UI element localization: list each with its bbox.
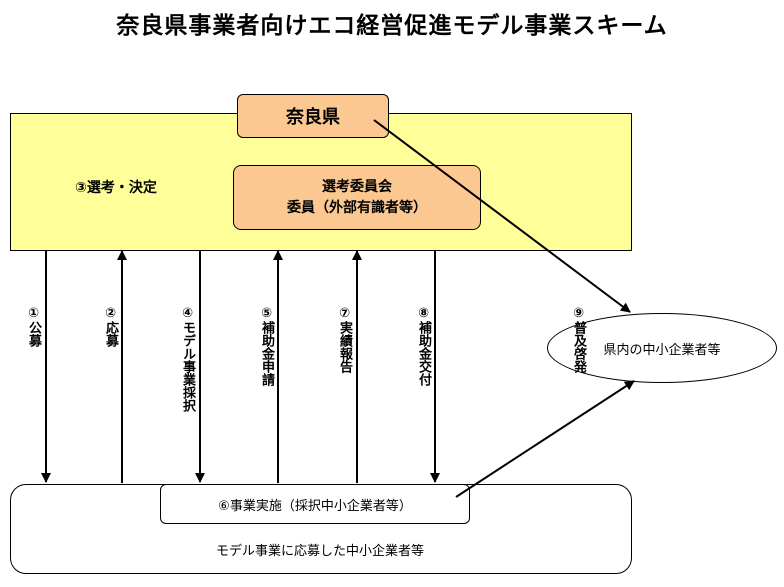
nara-prefecture-label: 奈良県 [286,107,340,128]
applicants-label: モデル事業に応募した中小企業者等 [215,544,424,559]
step-1-label: ①公募 [26,306,41,347]
implementation-label: ⑥事業実施（採択中小企業者等） [218,498,412,514]
arrow-fukyu-from-impl [455,380,635,498]
selection-committee-box: 選考委員会 委員（外部有識者等） [233,165,481,230]
arrow-fukyu-from-nara [373,119,631,313]
diagram-title: 奈良県事業者向けエコ経営促進モデル事業スキーム [116,13,668,39]
sme-ellipse: 県内の中小企業者等 [547,313,777,383]
selection-label: ③選考・決定 [75,180,157,196]
step-2-label: ②応募 [103,306,118,347]
implementation-box: ⑥事業実施（採択中小企業者等） [160,484,470,524]
step-4-label: ④モデル事業採択 [180,306,195,412]
step-8-label: ⑧補助金交付 [416,306,431,386]
committee-name: 選考委員会 [322,178,392,195]
sme-label: 県内の中小企業者等 [603,342,721,358]
step-9-label: ⑨普及啓発 [571,306,586,373]
step-5-label: ⑤補助金申請 [259,306,274,386]
committee-members: 委員（外部有識者等） [287,199,427,216]
nara-prefecture-box: 奈良県 [237,94,389,138]
step-7-label: ⑦実績報告 [337,306,352,373]
